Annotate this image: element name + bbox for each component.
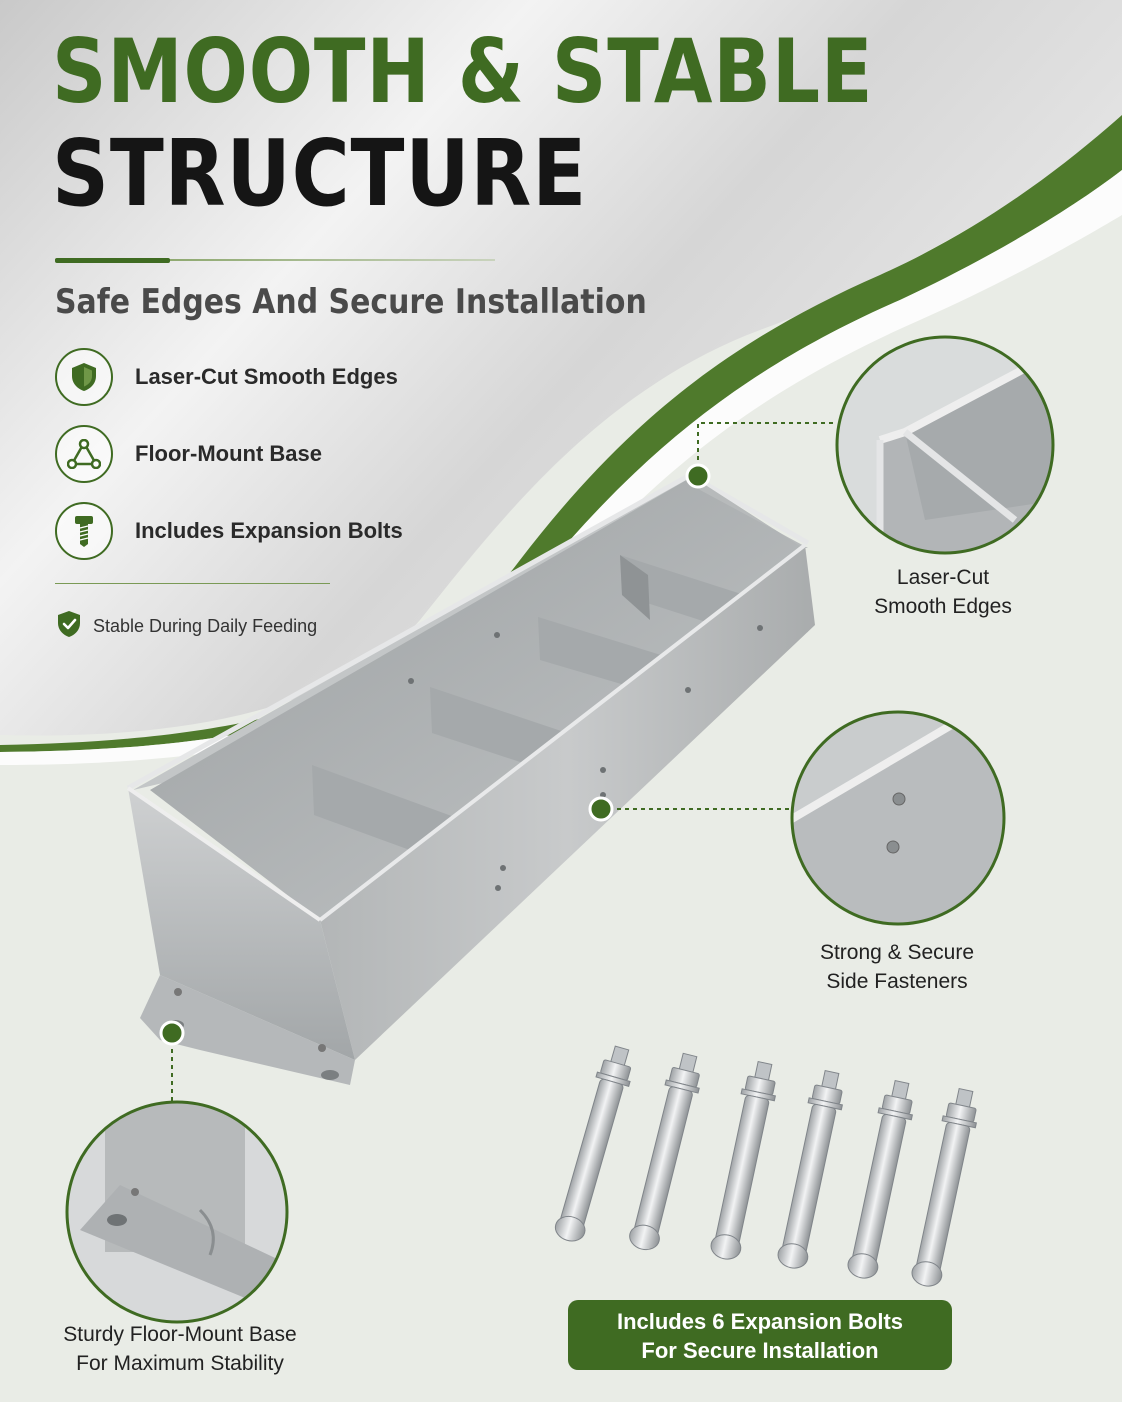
headline-line-1: SMOOTH & STABLE xyxy=(52,20,874,123)
headline-line-2: STRUCTURE xyxy=(52,120,588,227)
callout-smooth-edges: Laser-Cut Smooth Edges xyxy=(874,566,1012,618)
callout-floor-mount-base: Sturdy Floor-Mount Base For Maximum Stab… xyxy=(63,1323,297,1375)
feature-expansion-bolts: Includes Expansion Bolts xyxy=(55,500,403,562)
feature-label: Laser-Cut Smooth Edges xyxy=(135,364,398,389)
feature-label: Floor-Mount Base xyxy=(135,441,322,466)
triangle-nodes-icon xyxy=(55,425,113,483)
feature-laser-cut-edges: Laser-Cut Smooth Edges xyxy=(55,346,398,408)
headline: SMOOTH & STABLE STRUCTURE xyxy=(52,28,1007,220)
feature-divider xyxy=(55,583,330,584)
subtitle: Safe Edges And Secure Installation xyxy=(55,282,647,322)
stability-badge: Stable During Daily Feeding xyxy=(55,609,317,644)
bolts-banner: Includes 6 Expansion Bolts For Secure In… xyxy=(568,1300,952,1370)
bolt-icon xyxy=(55,502,113,560)
headline-divider xyxy=(55,258,495,263)
shield-check-icon xyxy=(55,609,83,644)
callout-side-fasteners: Strong & Secure Side Fasteners xyxy=(819,941,975,993)
shield-icon xyxy=(55,348,113,406)
feature-label: Includes Expansion Bolts xyxy=(135,518,403,543)
stability-badge-label: Stable During Daily Feeding xyxy=(93,616,318,636)
feature-floor-mount-base: Floor-Mount Base xyxy=(55,423,322,485)
